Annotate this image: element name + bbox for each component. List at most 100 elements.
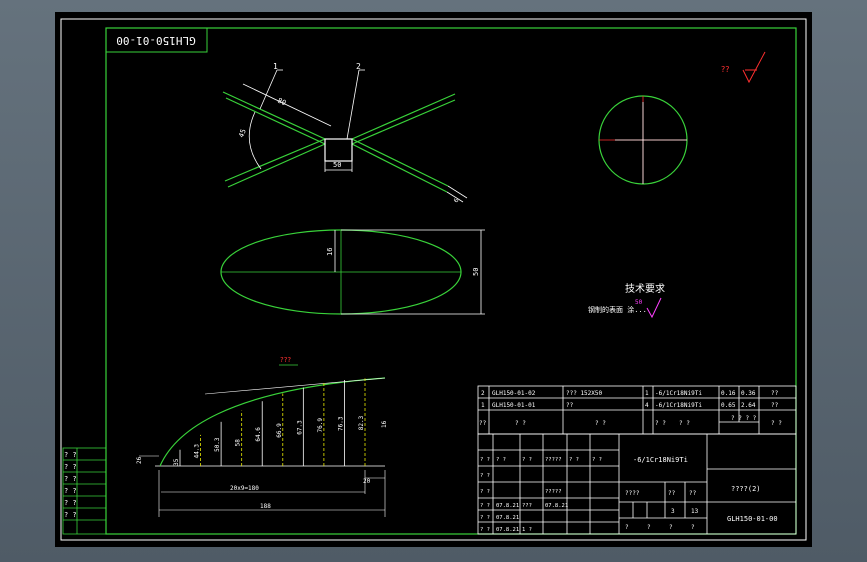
profile-view[interactable]: ??? 35 44.3 50.3 58 64.6 66.9 67.3 76.9 76.3 82.3 [139,356,386,517]
revision-cell-a: ? ? [480,515,490,521]
drawing-code-box: GLH150-01-00 [105,27,208,53]
inner-frame [105,27,797,535]
station-height-label: 50.3 [214,437,221,452]
revision-cell-d: ????? [545,489,562,495]
parts-cell-name: ?? [566,402,574,409]
side-label: ? ? [64,451,77,459]
parts-cell-no: 1 [481,402,485,409]
station-height-label: 44.3 [194,444,201,459]
title-bottom-c: ? [669,524,673,531]
parts-h-name: ? ? [595,420,606,427]
station-height-label: 64.6 [255,427,262,442]
parts-list [477,385,797,435]
title-material: -6/1Cr18Ni9Ti [633,456,688,464]
tech-roughness: 50 [635,299,643,306]
parts-cell-qty: 1 [645,390,649,397]
title-bottom-d: ? [691,524,695,531]
station-height-label: 82.3 [358,415,365,430]
parts-cell-name: ??? 152X50 [566,390,603,397]
revision-cell-f: ? ? [592,457,602,463]
revision-cell-c: ? ? [522,457,532,463]
parts-cell-material: -6/1Cr18Ni9Ti [655,390,702,397]
parts-cell-material: -6/1Cr18Ni9Ti [655,402,702,409]
parts-cell-no: 2 [481,390,485,397]
dim-end-offset: 20 [363,478,371,485]
parts-cell-w1: 0.65 [721,402,736,409]
dim-start-height: 26 [136,456,143,464]
ellipse-section-view[interactable] [220,229,462,315]
revision-cell-e: ? ? [569,457,579,463]
dim-thickness: 6 [453,197,461,204]
dim-angle: 45 [237,128,247,139]
blade-dimensions [242,69,468,203]
title-block [477,433,797,535]
section-title: ??? [280,356,291,364]
title-name: ????(2) [731,485,761,493]
parts-header: ?? ? ? ? ? ? ? ? ? ? ? ? ? ? ? [479,415,782,427]
revision-cell-a: ? ? [480,527,490,533]
side-label: ? ? [64,511,77,519]
revision-cell-c: ??? [522,503,532,509]
parts-cell-note: ?? [771,402,779,409]
title-sheet-num: 3 [671,508,675,515]
revision-cell-b: ? ? [496,457,506,463]
dim-ellipse-minor: 16 [326,248,334,256]
revision-cell-d: ????? [545,457,562,463]
parts-rows: 2 GLH150-01-02 ??? 152X50 1 -6/1Cr18Ni9Ti 0.1… [481,390,779,409]
parts-h-weight: ? ? ? ? [731,415,757,422]
station-height-label: 66.9 [276,423,283,438]
dim-chord-total: 20x9=180 [230,485,259,492]
side-table [62,447,107,535]
revision-rows: ? ? ? ? ? ?????? ? ? ? ? ? ? ? ?????? ? ? 07.8.2… [480,457,602,533]
revision-cell-b: 07.8.21 [496,515,519,521]
hub-circle-view[interactable] [598,95,688,185]
revision-cell-d: 07.8.21 [545,503,568,509]
blade-top-view[interactable] [222,91,456,193]
roughness-mark-label: ?? [721,65,730,74]
side-table-labels: ? ? ? ? ? ? ? ? ? ? ? ? [64,451,77,519]
leader-1-label: 1 [273,62,278,71]
parts-h-no: ?? [479,420,487,427]
title-drawing-no: GLH150-01-00 [727,515,778,523]
side-label: ? ? [64,499,77,507]
roughness-symbol: ?? [721,51,766,84]
parts-cell-w2: 2.64 [741,402,756,409]
cad-viewport[interactable]: GLH150-01-00 ? ? ? ? ? ? ? ? ? ? ? ? [55,12,812,547]
revision-cell-a: ? ? [480,473,490,479]
title-sheets-total: 13 [691,508,699,515]
side-label: ? ? [64,475,77,483]
station-height-label: 76.3 [337,416,344,431]
revision-cell-b: 07.8.21 [496,527,519,533]
parts-h-material: ? ? [679,420,690,427]
station-height-label: 76.9 [317,418,324,433]
side-label: ? ? [64,487,77,495]
tech-title: 技术要求 [625,282,665,295]
title-sheet-label: ?? [668,490,676,497]
parts-cell-w2: 0.36 [741,390,756,397]
parts-cell-code: GLH150-01-01 [492,402,536,409]
parts-cell-qty: 4 [645,402,649,409]
parts-h-code: ? ? [515,420,526,427]
outer-border [60,18,807,541]
revision-cell-b: 07.8.21 [496,503,519,509]
parts-cell-code: GLH150-01-02 [492,390,536,397]
title-bottom-a: ? [625,524,629,531]
leader-2-label: 2 [356,62,361,71]
revision-cell-a: ? ? [480,503,490,509]
revision-cell-a: ? ? [480,457,490,463]
parts-h-note: ? ? [771,420,782,427]
station-height-label: 58 [235,439,242,447]
parts-cell-w1: 0.16 [721,390,736,397]
title-scale-label: ???? [625,490,640,497]
revision-cell-a: ? ? [480,489,490,495]
drawing-canvas: GLH150-01-00 ? ? ? ? ? ? ? ? ? ? ? ? [60,18,807,541]
station-height-label: 67.3 [296,420,303,435]
dim-arm-length: 80 [276,97,287,108]
dim-width-50: 50 [333,161,341,169]
parts-h-qty: ? ? [655,420,666,427]
title-bottom-b: ? [647,524,651,531]
dim-total-length: 188 [260,503,271,510]
parts-cell-note: ?? [771,390,779,397]
station-height-label: 35 [173,458,180,466]
dim-ellipse-height: 50 [472,268,480,276]
